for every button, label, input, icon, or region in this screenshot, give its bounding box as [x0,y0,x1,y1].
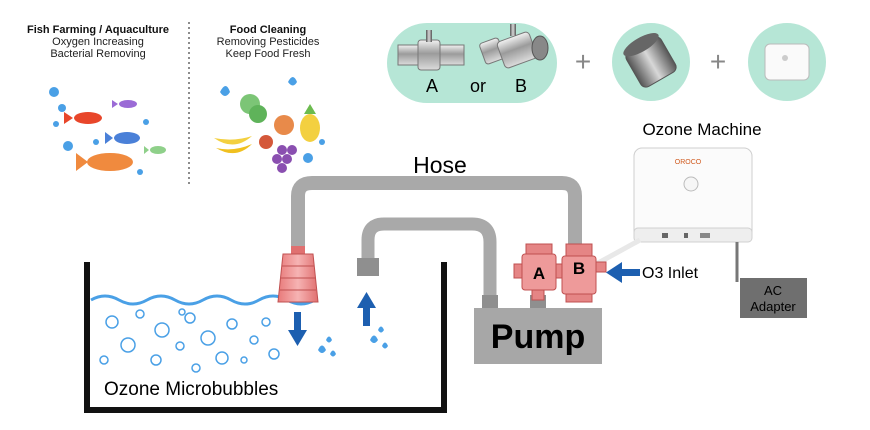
water-tank [84,262,447,413]
nozzle-b-icon [479,24,549,69]
water-drop-icon [370,335,378,343]
nozzle-diffuser [277,246,319,303]
outlet-hose [291,176,582,254]
outflow-arrow-icon [288,312,307,346]
intake-hose [361,217,497,300]
fish-farming-block: Fish Farming / Aquaculture Oxygen Increa… [8,24,188,60]
food-cleaning-line-1: Removing Pesticides [216,36,320,48]
microbubbles [99,308,280,373]
food-cleaning-block: Food Cleaning Removing Pesticides Keep F… [198,24,338,60]
nozzle-or-label: or [470,76,486,96]
ac-adapter-label-2: Adapter [750,299,796,314]
fish-farming-line-2: Bacterial Removing [50,48,146,60]
food-cleaning-line-2: Keep Food Fresh [225,48,311,60]
diffuser-icon [623,32,677,88]
food-cleaning-title: Food Cleaning [229,24,307,36]
water-drop-icon [220,86,230,96]
hose-label: Hose [413,152,467,178]
water-drop-icon [288,77,297,86]
ozone-machine: OROCO [633,147,753,243]
ozone-machine-thumb-icon [764,43,810,81]
fish-icon [76,153,133,171]
ozone-tube [594,237,642,267]
valve-a-label: A [533,264,545,283]
water-drop-icon [326,336,332,343]
banana-icon [214,136,252,145]
o3-inlet-label: O3 Inlet [642,265,699,282]
pump-label: Pump [491,318,585,356]
nozzle-b-label: B [515,76,527,96]
water-drop-icon [318,345,326,353]
power-button-icon [683,176,699,192]
fish-icon [64,112,102,124]
fish-farming-line-1: Oxygen Increasing [52,36,144,48]
apple-icon [259,135,273,149]
water-drop-icon [382,342,388,349]
fish-farming-title: Fish Farming / Aquaculture [27,24,169,36]
valve-b-label: B [573,259,585,278]
orange-icon [274,115,294,135]
ac-adapter-label-1: AC [764,283,782,298]
pump [474,295,602,364]
ozone-microbubbles-label: Ozone Microbubbles [104,379,278,400]
pineapple-icon [300,114,320,142]
nozzle-a-label: A [426,76,438,96]
ozone-machine-label: Ozone Machine [642,120,761,139]
valve-a [513,243,565,291]
intake-fitting [357,258,379,276]
ac-adapter-box [740,278,807,318]
o3-inlet-arrow-icon [606,262,640,283]
fish-icon [105,132,140,144]
fish-icon [144,146,166,154]
intake-arrow-icon [357,292,376,326]
water-drop-icon [330,350,336,357]
grapes-icon [272,145,297,173]
ozone-machine-brand: OROCO [675,159,702,166]
plus-icon: + [710,46,726,77]
plus-icon: + [575,46,591,77]
water-drop-icon [378,326,384,333]
nozzle-a-icon [397,30,465,71]
valve-b [561,243,607,303]
food-illustrations [214,77,325,173]
fish-illustrations [49,87,166,175]
fish-icon [112,100,137,108]
